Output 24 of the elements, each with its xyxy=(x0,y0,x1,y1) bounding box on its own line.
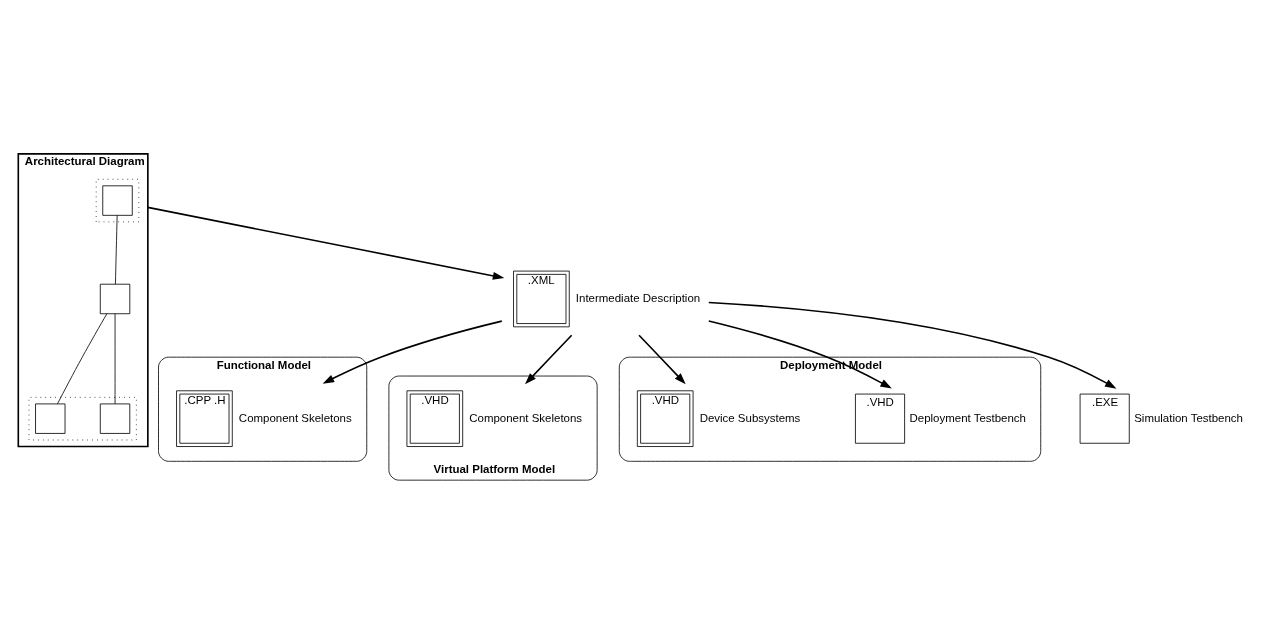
node-label: Component Skeletons xyxy=(469,411,583,424)
node-label: Simulation Testbench xyxy=(1134,411,1243,424)
connector xyxy=(114,313,116,405)
node-box: .VHD xyxy=(855,393,906,444)
node-label: Component Skeletons xyxy=(238,411,352,424)
arrow xyxy=(707,320,892,389)
node-box xyxy=(35,403,66,434)
node-box: .EXE xyxy=(1079,393,1130,444)
node-label: Intermediate Description xyxy=(575,292,701,304)
arrow xyxy=(322,320,503,384)
arrow xyxy=(525,334,573,385)
cluster xyxy=(95,178,140,223)
connector xyxy=(57,313,108,405)
arrow xyxy=(638,334,686,385)
node-label: Device Subsystems xyxy=(699,411,801,424)
connector xyxy=(115,215,118,285)
node-box xyxy=(102,185,133,216)
cluster: Architectural Diagram xyxy=(17,153,149,448)
node-box xyxy=(99,283,131,315)
arrow xyxy=(707,301,1117,389)
node-box xyxy=(99,403,131,434)
node-label: Deployment Testbench xyxy=(909,411,1027,424)
arrow xyxy=(147,206,505,280)
cluster xyxy=(28,396,137,441)
